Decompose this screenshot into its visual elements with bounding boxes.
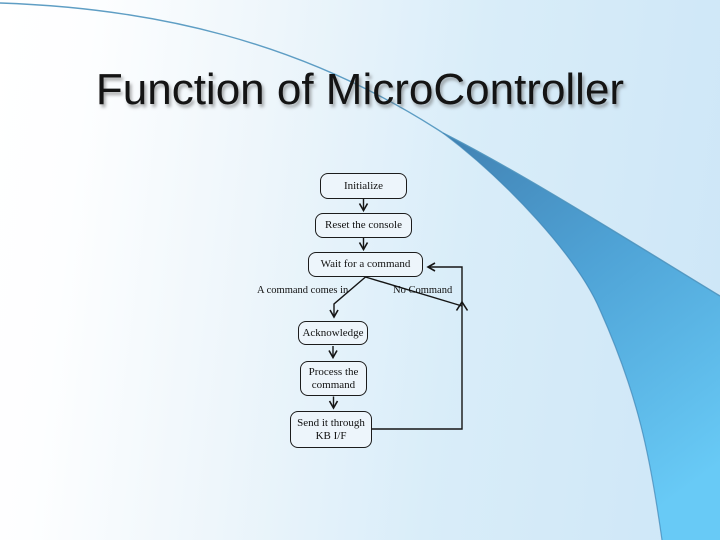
node-send-kb-if-label: Send it through KB I/F: [297, 416, 365, 442]
node-acknowledge: Acknowledge: [298, 321, 368, 345]
node-reset-console-label: Reset the console: [325, 219, 402, 232]
slide-title: Function of MicroController: [95, 65, 625, 114]
node-reset-console: Reset the console: [315, 213, 412, 238]
edge-label-command-comes-in: A command comes in: [257, 285, 349, 296]
loop-up-arrowhead: [455, 300, 469, 311]
node-wait-command: Wait for a command: [308, 252, 423, 277]
swoosh-body: [443, 133, 720, 540]
node-acknowledge-label: Acknowledge: [302, 326, 364, 339]
node-send-kb-if: Send it through KB I/F: [290, 411, 372, 448]
loop-send-to-wait: [372, 262, 463, 430]
node-process-command-label: Process the command: [308, 365, 359, 391]
node-initialize: Initialize: [320, 173, 407, 199]
line-wait-no-command: [365, 276, 463, 307]
arrow-wait-to-acknowledge: [329, 276, 366, 319]
edge-label-no-command: No Command: [393, 285, 453, 296]
node-initialize-label: Initialize: [343, 179, 384, 192]
swoosh-lower-edge: [442, 132, 663, 540]
swoosh-hairline: [0, 2, 720, 297]
node-wait-command-label: Wait for a command: [320, 258, 411, 271]
node-process-command: Process the command: [300, 361, 367, 396]
